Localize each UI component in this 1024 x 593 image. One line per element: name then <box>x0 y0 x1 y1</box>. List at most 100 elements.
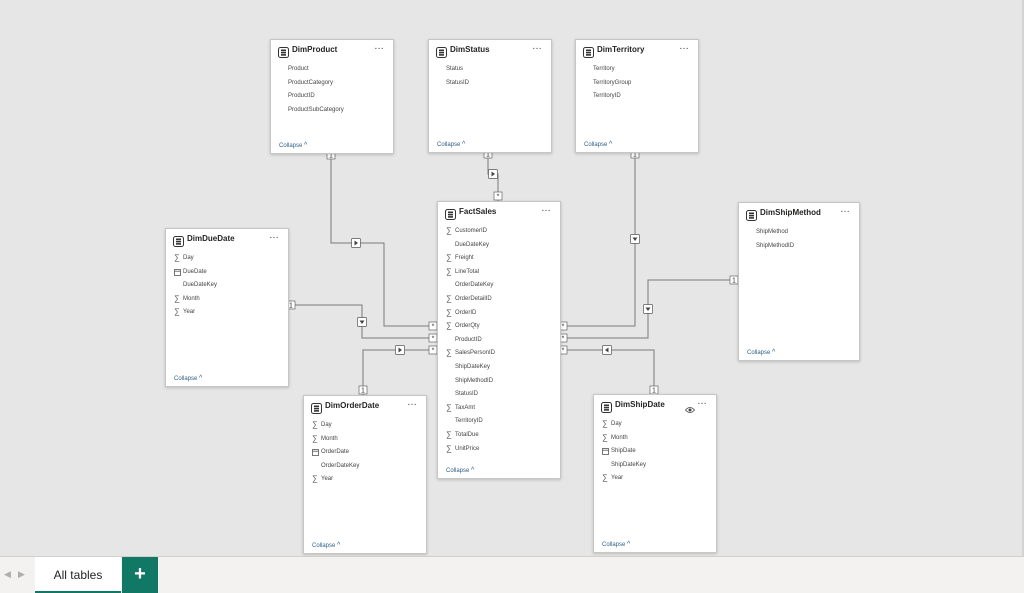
collapse-button[interactable]: Collapse ^ <box>584 141 612 148</box>
table-header[interactable]: DimShipDate… <box>594 395 716 415</box>
collapse-button[interactable]: Collapse ^ <box>312 542 340 549</box>
field-row[interactable]: ∑Day <box>304 419 426 433</box>
field-row[interactable]: ShipDateKey <box>594 459 716 473</box>
field-row[interactable]: DueDateKey <box>438 239 560 253</box>
field-row[interactable]: ∑Year <box>166 306 288 320</box>
field-name: SalesPersonID <box>455 350 496 357</box>
field-row[interactable]: OrderDateKey <box>438 279 560 293</box>
svg-text:*: * <box>497 194 500 201</box>
field-row[interactable]: ProductSubCategory <box>271 104 393 118</box>
field-row[interactable]: ∑OrderDetailID <box>438 293 560 307</box>
field-row[interactable]: ∑OrderID <box>438 307 560 321</box>
collapse-button[interactable]: Collapse ^ <box>602 541 630 548</box>
field-row[interactable]: StatusID <box>429 77 551 91</box>
field-row[interactable]: ShipDate <box>594 445 716 459</box>
filter-direction-icon[interactable] <box>630 234 640 244</box>
collapse-button[interactable]: Collapse ^ <box>446 467 474 474</box>
field-row[interactable]: DueDateKey <box>166 279 288 293</box>
field-row[interactable]: TerritoryID <box>576 90 698 104</box>
relationship-line-dimterritory[interactable] <box>559 151 636 327</box>
field-row[interactable]: ∑UnitPrice <box>438 443 560 457</box>
tab-all-tables[interactable]: All tables <box>35 557 121 593</box>
table-header[interactable]: DimStatus… <box>429 40 551 60</box>
table-header[interactable]: DimOrderDate … <box>304 396 426 416</box>
field-row[interactable]: ShipDateKey <box>438 361 560 375</box>
field-name: ShipMethodID <box>455 377 494 384</box>
filter-direction-icon[interactable] <box>357 317 367 327</box>
field-row[interactable]: ∑Year <box>594 472 716 486</box>
relationship-line-dimproduct[interactable] <box>330 152 437 327</box>
field-row[interactable]: ∑TotalDue <box>438 429 560 443</box>
filter-direction-icon[interactable] <box>643 304 653 314</box>
field-row[interactable]: ProductID <box>438 334 560 348</box>
field-name: Day <box>321 422 332 428</box>
field-row[interactable]: ∑Freight <box>438 252 560 266</box>
more-options-icon[interactable]: … <box>532 41 543 52</box>
field-row[interactable]: ∑LineTotal <box>438 266 560 280</box>
scroll-right-icon[interactable]: ▶ <box>18 569 25 579</box>
more-options-icon[interactable]: … <box>840 204 851 215</box>
field-name: StatusID <box>446 79 470 86</box>
table-header[interactable]: DimDueDate… <box>166 229 288 249</box>
more-options-icon[interactable]: … <box>679 41 690 52</box>
field-row[interactable]: ∑CustomerID <box>438 225 560 239</box>
field-row[interactable]: ∑Year <box>304 473 426 487</box>
field-row[interactable]: TerritoryGroup <box>576 77 698 91</box>
field-row[interactable]: ∑SalesPersonID <box>438 347 560 361</box>
field-row[interactable]: TerritoryID <box>438 415 560 429</box>
more-options-icon[interactable]: … <box>697 396 708 407</box>
sigma-icon: ∑ <box>602 419 608 428</box>
filter-direction-icon[interactable] <box>488 169 498 179</box>
field-row[interactable]: ∑OrderQty <box>438 320 560 334</box>
field-row[interactable]: ProductID <box>271 90 393 104</box>
relationship-line-dimshipdate[interactable] <box>559 349 655 394</box>
field-row[interactable]: OrderDate <box>304 446 426 460</box>
field-row[interactable]: ∑Day <box>166 252 288 266</box>
scroll-left-icon[interactable]: ◀ <box>4 569 11 579</box>
field-row[interactable]: ShipMethodID <box>438 375 560 389</box>
field-row[interactable]: ∑Day <box>594 418 716 432</box>
more-options-icon[interactable]: … <box>541 203 552 214</box>
filter-direction-icon[interactable] <box>351 238 361 248</box>
field-row[interactable]: ProductCategory <box>271 77 393 91</box>
field-row[interactable]: StatusID <box>438 388 560 402</box>
field-row[interactable]: ∑Month <box>166 293 288 307</box>
field-row[interactable]: Status <box>429 63 551 77</box>
table-icon <box>436 45 447 58</box>
field-row[interactable]: Territory <box>576 63 698 77</box>
table-header[interactable]: DimShipMethod… <box>739 203 859 223</box>
field-row[interactable]: ShipMethod <box>739 226 859 240</box>
table-name: DimOrderDate <box>325 401 380 410</box>
more-options-icon[interactable]: … <box>269 230 280 241</box>
filter-direction-icon[interactable] <box>395 345 405 355</box>
more-options-icon[interactable]: … <box>374 41 385 52</box>
field-row[interactable]: ∑TaxAmt <box>438 402 560 416</box>
collapse-button[interactable]: Collapse ^ <box>747 349 775 356</box>
collapse-button[interactable]: Collapse ^ <box>174 375 202 382</box>
filter-direction-icon[interactable] <box>602 345 612 355</box>
more-options-icon[interactable]: … <box>407 397 418 408</box>
table-header[interactable]: DimProduct… <box>271 40 393 60</box>
add-layout-button[interactable]: + <box>122 557 158 593</box>
field-row[interactable]: OrderDateKey <box>304 460 426 474</box>
eye-icon[interactable] <box>684 401 696 413</box>
field-row[interactable]: ShipMethodID <box>739 240 859 254</box>
collapse-button[interactable]: Collapse ^ <box>279 142 307 149</box>
table-header[interactable]: DimTerritory… <box>576 40 698 60</box>
table-header[interactable]: FactSales… <box>438 202 560 222</box>
field-row[interactable]: Product <box>271 63 393 77</box>
field-row[interactable]: ∑Month <box>594 432 716 446</box>
field-row[interactable]: ∑Month <box>304 433 426 447</box>
relationship-line-dimorderdate[interactable] <box>362 349 437 395</box>
collapse-button[interactable]: Collapse ^ <box>437 141 465 148</box>
field-row[interactable]: DueDate <box>166 266 288 280</box>
